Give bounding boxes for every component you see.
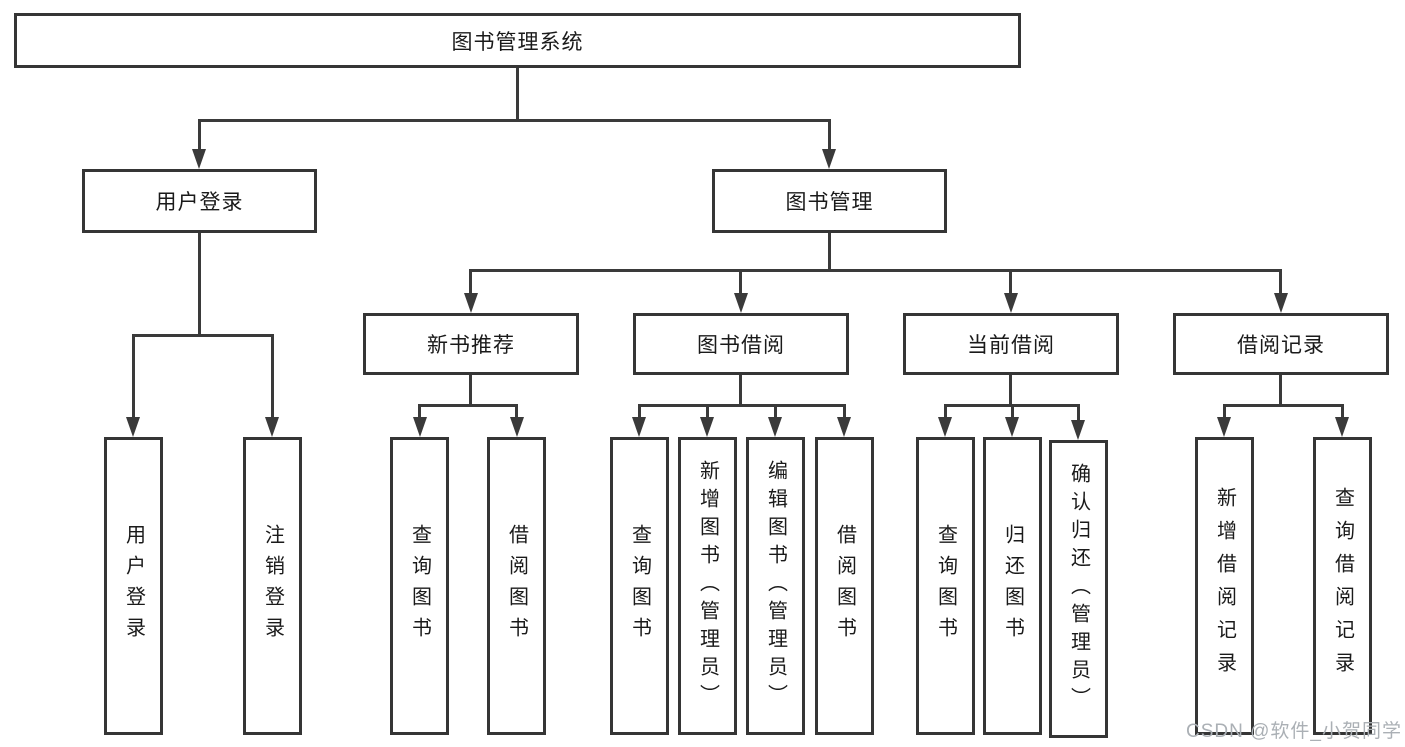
arrow-down-icon bbox=[938, 417, 952, 437]
connector-line bbox=[1011, 404, 1014, 419]
arrow-down-icon bbox=[1335, 417, 1349, 437]
connector-line bbox=[1009, 375, 1012, 406]
leaf-borrow-books: 借阅图书 bbox=[487, 437, 546, 735]
leaf-edit-books-admin: 编辑图书（管理员） bbox=[746, 437, 805, 735]
connector-line bbox=[469, 269, 472, 295]
connector-line bbox=[469, 269, 1282, 272]
leaf-query-books: 查询图书 bbox=[610, 437, 669, 735]
connector-line bbox=[828, 119, 831, 151]
arrow-down-icon bbox=[632, 417, 646, 437]
node-root-system: 图书管理系统 bbox=[14, 13, 1021, 68]
connector-line bbox=[198, 233, 201, 335]
leaf-confirm-return-admin: 确认归还（管理员） bbox=[1049, 440, 1108, 738]
arrow-down-icon bbox=[126, 417, 140, 437]
connector-line bbox=[843, 404, 846, 419]
arrow-down-icon bbox=[1274, 293, 1288, 313]
node-borrowing-records: 借阅记录 bbox=[1173, 313, 1389, 375]
arrow-down-icon bbox=[1005, 417, 1019, 437]
leaf-borrow-books: 借阅图书 bbox=[815, 437, 874, 735]
leaf-query-borrow-record: 查询借阅记录 bbox=[1313, 437, 1372, 735]
connector-line bbox=[828, 233, 831, 272]
node-book-borrowing: 图书借阅 bbox=[633, 313, 849, 375]
arrow-down-icon bbox=[1217, 417, 1231, 437]
leaf-query-books: 查询图书 bbox=[916, 437, 975, 735]
connector-line bbox=[132, 334, 135, 419]
arrow-down-icon bbox=[700, 417, 714, 437]
arrow-down-icon bbox=[837, 417, 851, 437]
node-user-login: 用户登录 bbox=[82, 169, 317, 233]
arrow-down-icon bbox=[510, 417, 524, 437]
connector-line bbox=[132, 334, 274, 337]
connector-line bbox=[1077, 404, 1080, 422]
connector-line bbox=[198, 119, 831, 122]
leaf-user-login: 用户登录 bbox=[104, 437, 163, 735]
arrow-down-icon bbox=[192, 149, 206, 169]
connector-line bbox=[1341, 404, 1344, 419]
connector-line bbox=[515, 404, 518, 419]
connector-line bbox=[774, 404, 777, 419]
connector-line bbox=[638, 404, 641, 419]
leaf-add-books-admin: 新增图书（管理员） bbox=[678, 437, 737, 735]
csdn-watermark: CSDN @软件_小贺同学 bbox=[1186, 721, 1402, 742]
connector-line bbox=[1223, 404, 1226, 419]
arrow-down-icon bbox=[265, 417, 279, 437]
node-new-book-recommendation: 新书推荐 bbox=[363, 313, 579, 375]
connector-line bbox=[418, 404, 421, 419]
arrow-down-icon bbox=[1071, 420, 1085, 440]
connector-line bbox=[739, 269, 742, 295]
node-book-management: 图书管理 bbox=[712, 169, 947, 233]
connector-line bbox=[1279, 375, 1282, 406]
leaf-query-books: 查询图书 bbox=[390, 437, 449, 735]
connector-line bbox=[1009, 269, 1012, 295]
connector-line bbox=[1279, 269, 1282, 295]
connector-line bbox=[469, 375, 472, 406]
leaf-add-borrow-record: 新增借阅记录 bbox=[1195, 437, 1254, 735]
arrow-down-icon bbox=[1004, 293, 1018, 313]
arrow-down-icon bbox=[464, 293, 478, 313]
connector-line bbox=[944, 404, 947, 419]
connector-line bbox=[198, 119, 201, 151]
connector-line bbox=[1223, 404, 1344, 407]
connector-line bbox=[271, 334, 274, 419]
arrow-down-icon bbox=[822, 149, 836, 169]
arrow-down-icon bbox=[768, 417, 782, 437]
connector-line bbox=[418, 404, 517, 407]
connector-line bbox=[739, 375, 742, 406]
leaf-return-books: 归还图书 bbox=[983, 437, 1042, 735]
connector-line bbox=[516, 68, 519, 120]
node-current-borrowing: 当前借阅 bbox=[903, 313, 1119, 375]
arrow-down-icon bbox=[734, 293, 748, 313]
leaf-logout: 注销登录 bbox=[243, 437, 302, 735]
connector-line bbox=[706, 404, 709, 419]
arrow-down-icon bbox=[413, 417, 427, 437]
connector-line bbox=[638, 404, 846, 407]
